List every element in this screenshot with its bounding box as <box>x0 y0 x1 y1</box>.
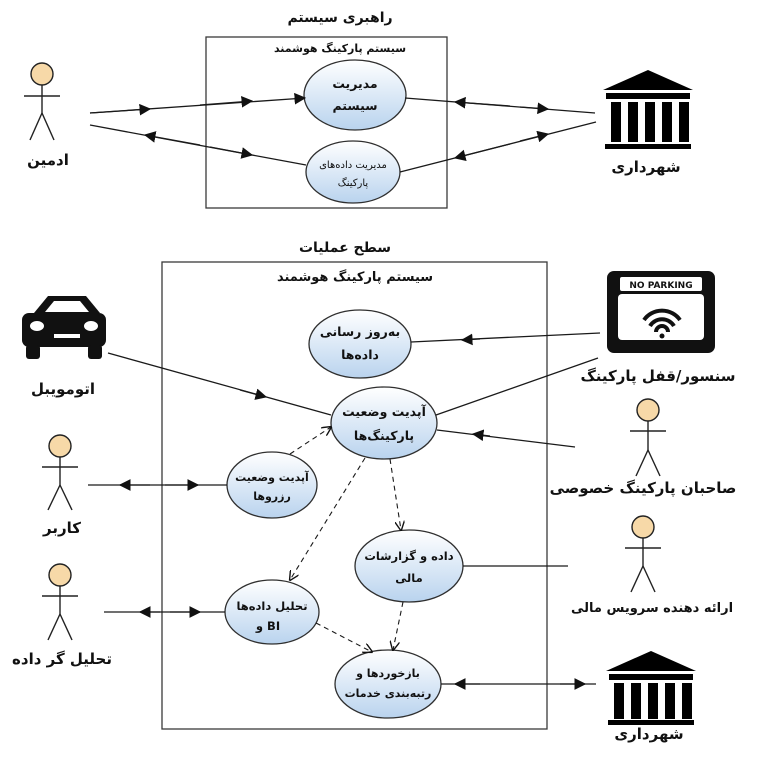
dashed-financial-to-feedback <box>393 601 404 650</box>
use-case-label-line1: مدیریت داده‌های <box>319 160 387 171</box>
edge-sensor-data-update <box>410 332 601 343</box>
edge-admin-data-management-arrows-2 <box>209 146 254 159</box>
use-case-feedback-ranking[interactable]: بازخوردها و رتبه‌بندی خدمات <box>334 649 442 719</box>
actor-car[interactable]: اتومویبل <box>22 296 106 398</box>
edge-municipality-data-management-arrows-2 <box>519 130 550 143</box>
actor-label: تحلیل گر داده <box>12 650 112 668</box>
actor-label: کاربر <box>42 519 81 537</box>
top-system-label: سیستم پارکینگ هوشمند <box>274 41 406 55</box>
use-case-parking-status-update[interactable]: آپدیت وضعیت پارکینگ‌ها <box>330 386 438 460</box>
dashed-reservation-to-parking-status <box>289 427 331 455</box>
edge-owner-parking-status <box>436 429 576 448</box>
use-case-label-line2: مالی <box>395 571 422 585</box>
use-case-parking-data-management[interactable]: مدیریت داده‌های پارکینگ <box>305 140 401 204</box>
stick-figure-icon <box>625 515 661 593</box>
actor-data-analyst[interactable]: تحلیل گر داده <box>12 563 112 668</box>
actor-label: شهرداری <box>614 725 683 743</box>
use-case-label-line2: رزروها <box>253 490 291 503</box>
use-case-label-line1: تحلیل داده‌ها <box>236 599 307 613</box>
use-case-label-line1: به‌روز رسانی <box>320 324 400 339</box>
use-case-label-line1: آپدیت وضعیت <box>342 404 426 419</box>
use-case-label-line1: داده و گزارشات <box>364 549 453 564</box>
use-case-label-line1: آپدیت وضعیت <box>235 470 309 484</box>
use-case-label-line2: داده‌ها <box>341 347 379 362</box>
edge-car-parking-status <box>107 352 332 416</box>
building-columns-icon <box>603 70 693 149</box>
use-case-label-line2: سیستم <box>332 98 377 113</box>
actor-sensor-lock[interactable]: NO PARKING سنسور/قفل پارکینگ <box>580 271 736 386</box>
use-case-financial-data-reports[interactable]: داده و گزارشات مالی <box>354 529 464 603</box>
actor-label: صاحبان پارکینگ خصوصی <box>550 479 737 498</box>
use-case-reservation-status-update[interactable]: آپدیت وضعیت رزروها <box>226 451 318 519</box>
car-icon <box>22 296 106 359</box>
stick-figure-icon <box>24 62 60 141</box>
top-section-title: راهبری سیستم <box>287 10 392 26</box>
edge-municipality-system-management-arrows-2 <box>519 102 550 115</box>
stick-figure-icon <box>42 434 78 511</box>
edge-sensor-data-update-arrow <box>460 333 481 346</box>
edge-owner-parking-status-arrow <box>471 429 491 442</box>
actor-admin[interactable]: ادمین <box>24 62 69 169</box>
use-case-label-line2: رتبه‌بندی خدمات <box>345 687 432 700</box>
dashed-parking-status-to-data-analysis <box>290 457 366 580</box>
use-case-label-line2: پارکینگ <box>338 177 369 189</box>
sensor-sign-text: NO PARKING <box>629 281 692 291</box>
actor-label: اتومویبل <box>31 380 95 398</box>
use-case-data-update[interactable]: به‌روز رسانی داده‌ها <box>308 309 412 379</box>
actor-label: ادمین <box>27 151 69 169</box>
actor-private-owner[interactable]: صاحبان پارکینگ خصوصی <box>550 398 737 498</box>
building-columns-icon <box>606 651 696 725</box>
edge-admin-system-management-arrows <box>89 103 152 116</box>
use-case-label-line2: و BI <box>255 619 280 634</box>
stick-figure-icon <box>42 563 78 641</box>
use-case-label-line1: مدیریت <box>332 76 377 91</box>
use-case-label-line2: پارکینگ‌ها <box>354 428 414 443</box>
dashed-parking-status-to-financial <box>389 458 401 530</box>
edge-admin-data-management-arrows <box>143 131 201 146</box>
parking-sensor-icon: NO PARKING <box>607 271 715 353</box>
actor-user[interactable]: کاربر <box>42 434 81 537</box>
actor-financial-provider[interactable]: ارائه دهنده سرویس مالی <box>571 515 733 616</box>
use-case-system-management[interactable]: مدیریت سیستم <box>303 59 407 131</box>
edge-municipality-system-management-arrows <box>453 96 511 109</box>
use-case-label-line1: بازخوردها و <box>355 667 420 680</box>
edge-car-parking-status-arrow <box>239 388 268 400</box>
bottom-section-title: سطح عملیات <box>299 240 391 256</box>
stick-figure-icon <box>630 398 666 477</box>
bottom-system-label: سیستم پارکینگ هوشمند <box>277 269 433 285</box>
dashed-data-analysis-to-feedback <box>315 622 372 652</box>
edge-municipality-data-management-arrows <box>453 143 511 162</box>
edge-sensor-parking-status <box>435 357 599 416</box>
actor-label: شهرداری <box>611 158 680 176</box>
use-case-data-analysis-bi[interactable]: تحلیل داده‌ها و BI <box>224 579 320 645</box>
actor-municipality-bottom[interactable]: شهرداری <box>606 651 696 743</box>
actor-municipality-top[interactable]: شهرداری <box>603 70 693 176</box>
actor-label: ارائه دهنده سرویس مالی <box>571 601 733 616</box>
edge-admin-system-management-arrows-2 <box>199 95 254 108</box>
actor-label: سنسور/قفل پارکینگ <box>580 367 735 386</box>
